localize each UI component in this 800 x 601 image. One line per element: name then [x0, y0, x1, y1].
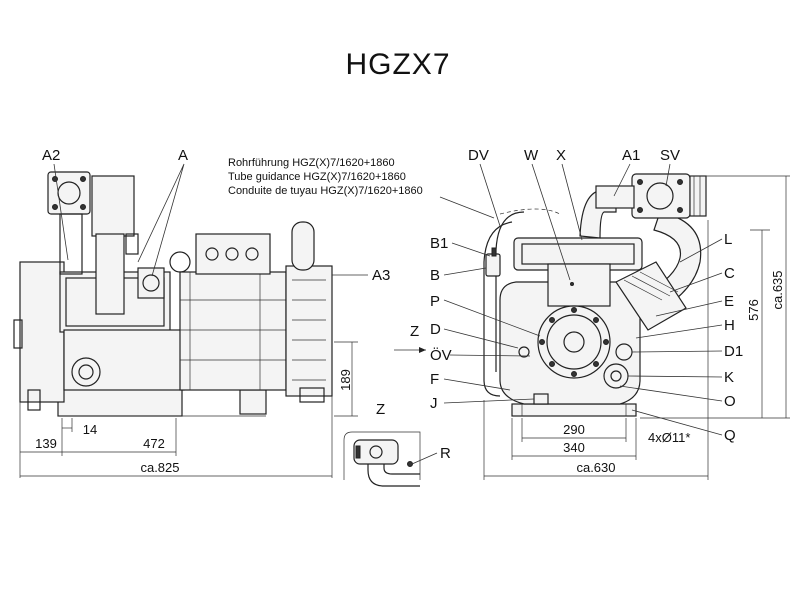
detail-z-view: Z R	[343, 401, 451, 487]
side-view	[13, 171, 333, 417]
dim-576: 576	[746, 299, 761, 321]
label-o: O	[724, 393, 736, 410]
dim-472: 472	[143, 436, 165, 451]
label-r: R	[440, 445, 451, 462]
label-p: P	[430, 293, 440, 310]
label-j: J	[430, 395, 438, 412]
dim-635: ca.635	[770, 270, 785, 309]
dim-139: 139	[35, 436, 57, 451]
dim-340: 340	[563, 440, 585, 455]
dim-14: 14	[83, 422, 97, 437]
dim-290: 290	[563, 422, 585, 437]
tube-note-de: Rohrführung HGZ(X)7/1620+1860	[228, 157, 395, 169]
label-k: K	[724, 369, 734, 386]
label-z-front: Z	[410, 323, 419, 340]
front-view	[483, 173, 707, 417]
label-e: E	[724, 293, 734, 310]
label-b1: B1	[430, 235, 448, 252]
tube-note-fr: Conduite de tuyau HGZ(X)7/1620+1860	[228, 185, 423, 197]
label-h: H	[724, 317, 735, 334]
label-x: X	[556, 147, 566, 164]
label-f: F	[430, 371, 439, 388]
dim-189: 189	[338, 369, 353, 391]
label-a: A	[178, 147, 188, 164]
label-a1: A1	[622, 147, 640, 164]
label-a2: A2	[42, 147, 60, 164]
dim-825: ca.825	[140, 460, 179, 475]
label-l: L	[724, 231, 732, 248]
front-view-dimensions	[483, 175, 790, 480]
drawing-title: HGZX7	[345, 48, 450, 81]
dim-holes: 4xØ11*	[648, 430, 690, 445]
label-b: B	[430, 267, 440, 284]
side-view-dimensions	[19, 341, 358, 478]
label-d: D	[430, 321, 441, 338]
label-q: Q	[724, 427, 736, 444]
label-sv: SV	[660, 147, 680, 164]
label-w: W	[524, 147, 539, 164]
label-c: C	[724, 265, 735, 282]
label-d1: D1	[724, 343, 743, 360]
label-ov: ÖV	[430, 346, 452, 364]
label-dv: DV	[468, 147, 489, 164]
dim-630: ca.630	[576, 460, 615, 475]
detail-z-label: Z	[376, 401, 385, 418]
label-a3: A3	[372, 267, 390, 284]
tube-note-en: Tube guidance HGZ(X)7/1620+1860	[228, 171, 406, 183]
